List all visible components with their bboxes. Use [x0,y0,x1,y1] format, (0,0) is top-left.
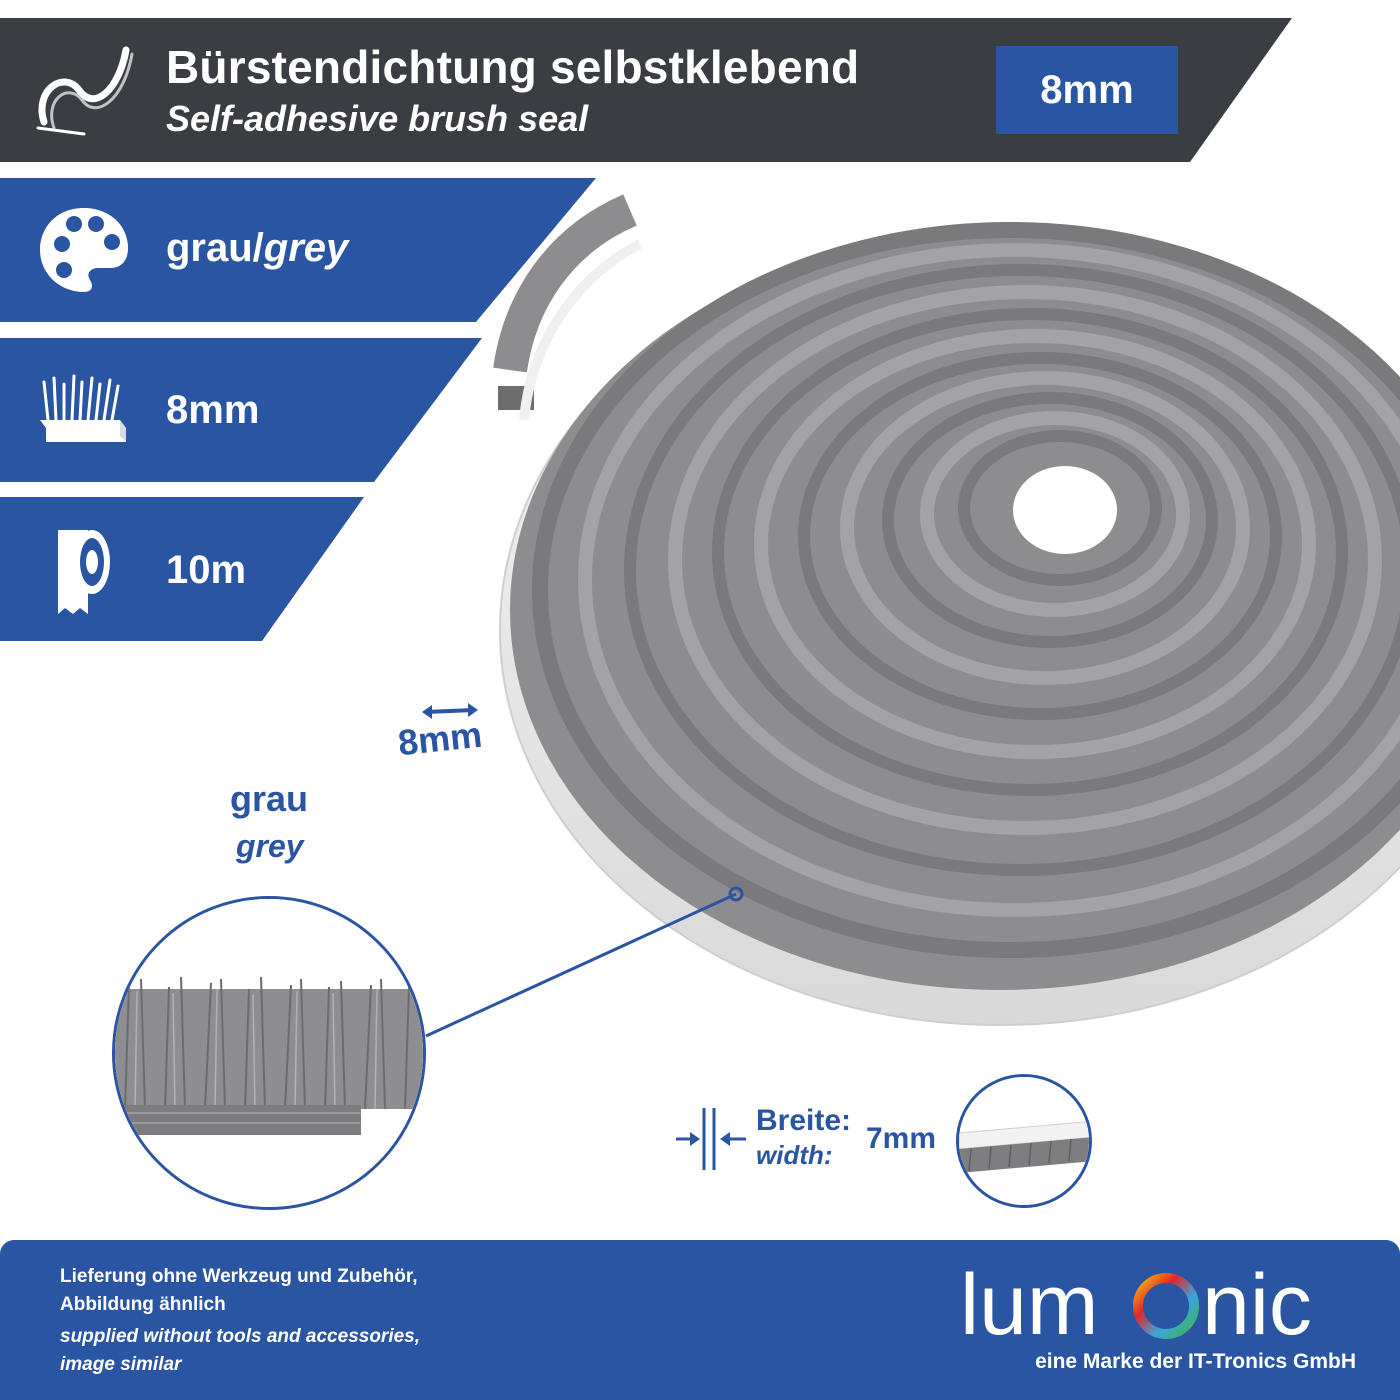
feature-height-label: 8mm [166,388,260,432]
footer-disclaimer-en-2: image similar [60,1354,182,1375]
color-label-german: grau [230,778,309,819]
tape-roll-icon [58,530,110,614]
strip-profile-image [959,1077,1089,1205]
width-label-german: Breite: [756,1104,852,1137]
brush-seal-curve-icon [36,46,134,136]
footer-disclaimer-en-1: supplied without tools and accessories, [60,1326,421,1347]
footer-band [0,1240,1400,1400]
feature-color-en: grey [263,226,349,270]
bristle-detail-zoom [112,896,426,1210]
product-title-german: Bürstendichtung selbstklebend [166,41,860,93]
logo-text-left: lum [960,1257,1099,1348]
feature-color-de: grau/ [166,226,264,270]
dimension-arrow-icon [422,703,478,719]
palette-icon [40,208,128,292]
brush-seal-coil-image [493,194,1400,1026]
color-label-english: grey [236,828,304,864]
footer-disclaimer-de-1: Lieferung ohne Werkzeug und Zubehör, [60,1266,418,1287]
bristle-closeup-image [115,899,423,1207]
width-arrows-icon [676,1108,746,1170]
feature-length-label: 10m [166,548,247,592]
footer-disclaimer-de-2: Abbildung ähnlich [60,1294,226,1315]
feature-color-label: grau/grey [166,226,348,271]
lumonic-logo: lum nic [960,1257,1312,1348]
brand-tagline: eine Marke der IT-Tronics GmbH [1035,1350,1356,1373]
product-title-english: Self-adhesive brush seal [166,98,589,139]
brush-height-label: 8mm [396,713,484,764]
width-label-english: width: [756,1140,833,1170]
size-badge: 8mm [996,46,1178,134]
width-detail-zoom [956,1074,1092,1208]
width-value: 7mm [866,1122,937,1155]
logo-text-right: nic [1202,1257,1312,1348]
brush-icon [40,374,126,442]
logo-o-ring-icon [1133,1273,1199,1339]
